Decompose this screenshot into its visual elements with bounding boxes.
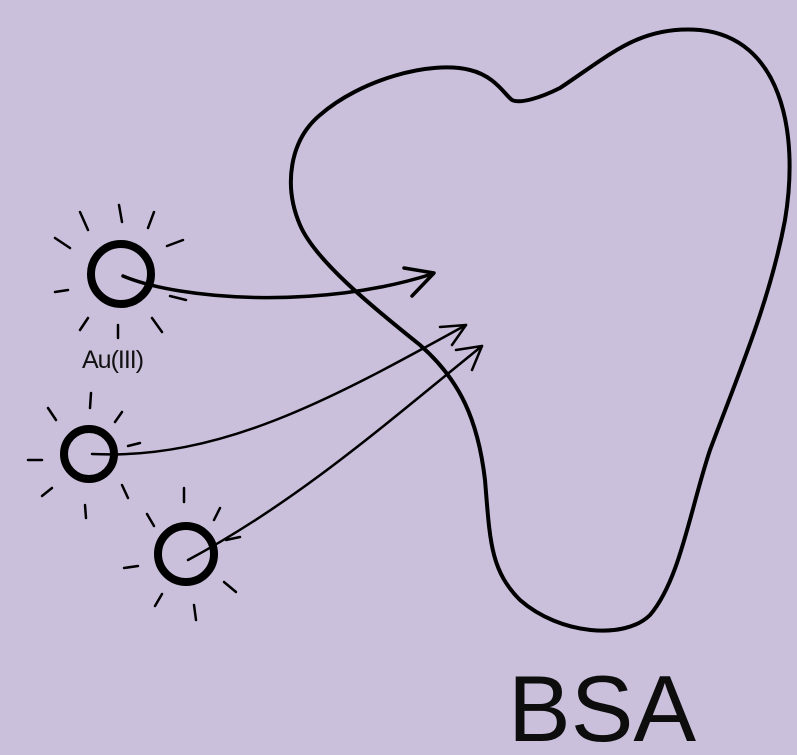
au-ion-3 bbox=[124, 488, 240, 620]
ion-rays bbox=[55, 205, 186, 338]
arrow-shaft bbox=[123, 274, 432, 298]
arrow-2 bbox=[92, 325, 466, 454]
ion-rays bbox=[28, 393, 140, 518]
arrow-1 bbox=[123, 268, 434, 298]
au-ion-icon bbox=[158, 526, 214, 582]
au-ion-icon bbox=[91, 244, 151, 304]
bsa-protein-shape bbox=[291, 29, 790, 630]
arrow-shaft bbox=[92, 325, 466, 454]
protein-label: BSA bbox=[508, 662, 696, 755]
arrow-3 bbox=[188, 346, 482, 560]
au-ion-1 bbox=[55, 205, 186, 338]
au-ion-2 bbox=[28, 393, 140, 518]
ion-rays bbox=[124, 488, 240, 620]
arrow-shaft bbox=[188, 346, 482, 560]
ion-label: Au(III) bbox=[82, 346, 143, 375]
